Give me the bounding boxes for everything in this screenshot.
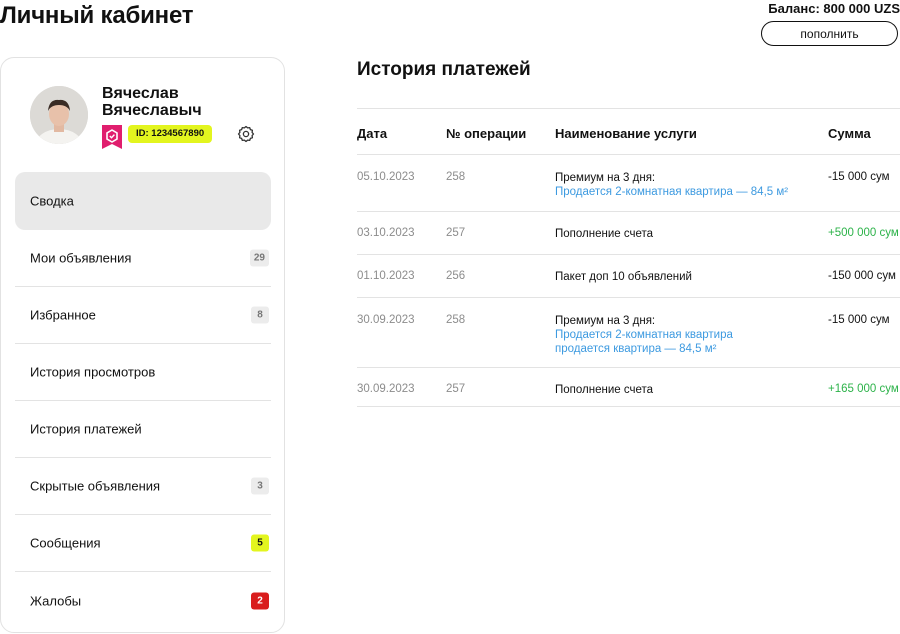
payment-sum: -15 000 сум: [828, 171, 890, 183]
table-row: 01.10.2023 256 Пакет доп 10 объявлений -150…: [357, 255, 900, 298]
sidebar-item-label: История просмотров: [30, 364, 156, 380]
listing-link[interactable]: Продается 2-комнатная квартира — 84,5 м²: [555, 186, 789, 198]
section-title: История платежей: [357, 59, 531, 80]
column-header-service: Наименование услуги: [555, 126, 697, 141]
user-id-badge: ID: 1234567890: [128, 125, 213, 143]
sidebar-item-payment-history[interactable]: История платежей: [15, 401, 271, 458]
payment-sum: -15 000 сум: [828, 314, 890, 326]
sidebar-item-label: Сообщения: [30, 535, 101, 551]
service-cell: Пакет доп 10 объявлений: [555, 270, 692, 284]
sidebar-item-view-history[interactable]: История просмотров: [15, 344, 271, 401]
operation-number: 257: [446, 383, 466, 395]
payment-date: 01.10.2023: [357, 270, 415, 282]
sidebar-item-label: История платежей: [30, 421, 142, 437]
service-cell: Премиум на 3 дня: Продается 2-комнатная к…: [555, 314, 733, 356]
listing-link[interactable]: продается квартира — 84,5 м²: [555, 343, 717, 355]
column-header-operation: № операции: [446, 126, 527, 141]
operation-number: 258: [446, 314, 466, 326]
profile-block: Вячеслав Вячеславыч ID: 1234567890: [1, 58, 284, 168]
sidebar-item-favorites[interactable]: Избранное 8: [15, 287, 271, 344]
user-name: Вячеслав Вячеславыч: [102, 85, 202, 119]
sidebar-item-label: Сводка: [30, 193, 74, 209]
service-cell: Премиум на 3 дня: Продается 2-комнатная к…: [555, 171, 788, 199]
count-badge: 29: [249, 249, 269, 267]
service-name: Пакет доп 10 объявлений: [555, 271, 692, 283]
operation-number: 258: [446, 171, 466, 183]
page-title: Личный кабинет: [0, 2, 194, 29]
table-row: 30.09.2023 258 Премиум на 3 дня: Продается …: [357, 298, 900, 368]
sidebar-item-hidden-ads[interactable]: Скрытые объявления 3: [15, 458, 271, 515]
sidebar-item-my-ads[interactable]: Мои объявления 29: [15, 230, 271, 287]
payment-date: 30.09.2023: [357, 383, 415, 395]
balance-text: Баланс: 800 000 UZS: [768, 1, 900, 16]
table-row: 05.10.2023 258 Премиум на 3 дня: Продается …: [357, 155, 900, 212]
payments-table: Дата № операции Наименование услуги Сумм…: [357, 108, 900, 407]
count-badge: 8: [251, 306, 269, 324]
topup-button[interactable]: пополнить: [761, 21, 898, 46]
sidebar-item-label: Избранное: [30, 307, 96, 323]
service-name: Премиум на 3 дня:: [555, 172, 656, 184]
sidebar: Вячеслав Вячеславыч ID: 1234567890 Сводк…: [0, 57, 285, 633]
sidebar-item-messages[interactable]: Сообщения 5: [15, 515, 271, 572]
listing-link[interactable]: Продается 2-комнатная квартира: [555, 329, 733, 341]
count-badge: 5: [251, 534, 269, 552]
payment-sum: +165 000 сум: [828, 383, 899, 395]
payment-sum: -150 000 сум: [828, 270, 896, 282]
sidebar-item-label: Скрытые объявления: [30, 478, 161, 494]
payment-date: 30.09.2023: [357, 314, 415, 326]
table-header: Дата № операции Наименование услуги Сумм…: [357, 108, 900, 155]
service-name: Пополнение счета: [555, 228, 654, 240]
count-badge: 2: [251, 592, 269, 609]
operation-number: 256: [446, 270, 466, 282]
service-cell: Пополнение счета: [555, 383, 653, 397]
count-badge: 3: [251, 477, 269, 495]
operation-number: 257: [446, 227, 466, 239]
sidebar-item-label: Мои объявления: [30, 250, 132, 266]
avatar: [30, 86, 88, 144]
sidebar-item-summary[interactable]: Сводка: [15, 172, 271, 230]
service-name: Пополнение счета: [555, 384, 654, 396]
service-cell: Пополнение счета: [555, 227, 653, 241]
payment-date: 03.10.2023: [357, 227, 415, 239]
column-header-sum: Сумма: [828, 126, 871, 141]
table-row: 30.09.2023 257 Пополнение счета +165 000 су…: [357, 368, 900, 407]
gear-icon[interactable]: [237, 125, 255, 143]
table-row: 03.10.2023 257 Пополнение счета +500 000 су…: [357, 212, 900, 255]
sidebar-item-complaints[interactable]: Жалобы 2: [15, 572, 271, 629]
verified-shield-icon: [102, 125, 122, 149]
service-name: Премиум на 3 дня:: [555, 315, 656, 327]
sidebar-item-label: Жалобы: [30, 593, 82, 608]
balance-panel: Баланс: 800 000 UZS пополнить: [758, 0, 900, 46]
payment-sum: +500 000 сум: [828, 227, 899, 239]
payment-date: 05.10.2023: [357, 171, 415, 183]
column-header-date: Дата: [357, 126, 388, 141]
